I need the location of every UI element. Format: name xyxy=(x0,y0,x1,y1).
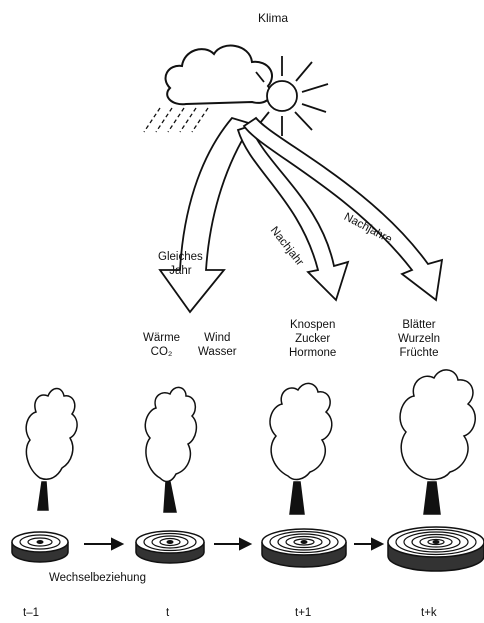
tree-1 xyxy=(26,389,77,511)
time-label-t-plus-1: t+1 xyxy=(295,606,311,620)
tree-ring-disc-3 xyxy=(262,529,346,567)
factor-group-wind-water: Wind Wasser xyxy=(198,331,237,359)
tree-2 xyxy=(145,387,196,512)
time-label-t-plus-k: t+k xyxy=(421,606,437,620)
factor-group-heat-co2: Wärme CO₂ xyxy=(143,331,180,359)
time-label-t: t xyxy=(166,606,169,620)
factor-group-buds: Knospen Zucker Hormone xyxy=(289,318,336,360)
time-label-t-minus-1: t–1 xyxy=(23,606,39,620)
tree-ring-disc-2 xyxy=(136,531,204,563)
rain-icon xyxy=(144,108,208,132)
tree-4 xyxy=(400,370,475,514)
same-year-label: Gleiches Jahr xyxy=(158,250,203,278)
climate-title: Klima xyxy=(258,11,288,25)
tree-3 xyxy=(270,383,332,514)
factor-group-leaves: Blätter Wurzeln Früchte xyxy=(398,318,440,360)
interaction-label: Wechselbeziehung xyxy=(49,571,146,585)
cloud-icon xyxy=(166,46,272,105)
tree-ring-disc-4 xyxy=(388,527,484,571)
tree-ring-disc-1 xyxy=(12,532,68,562)
same-year-arrow xyxy=(160,118,252,312)
